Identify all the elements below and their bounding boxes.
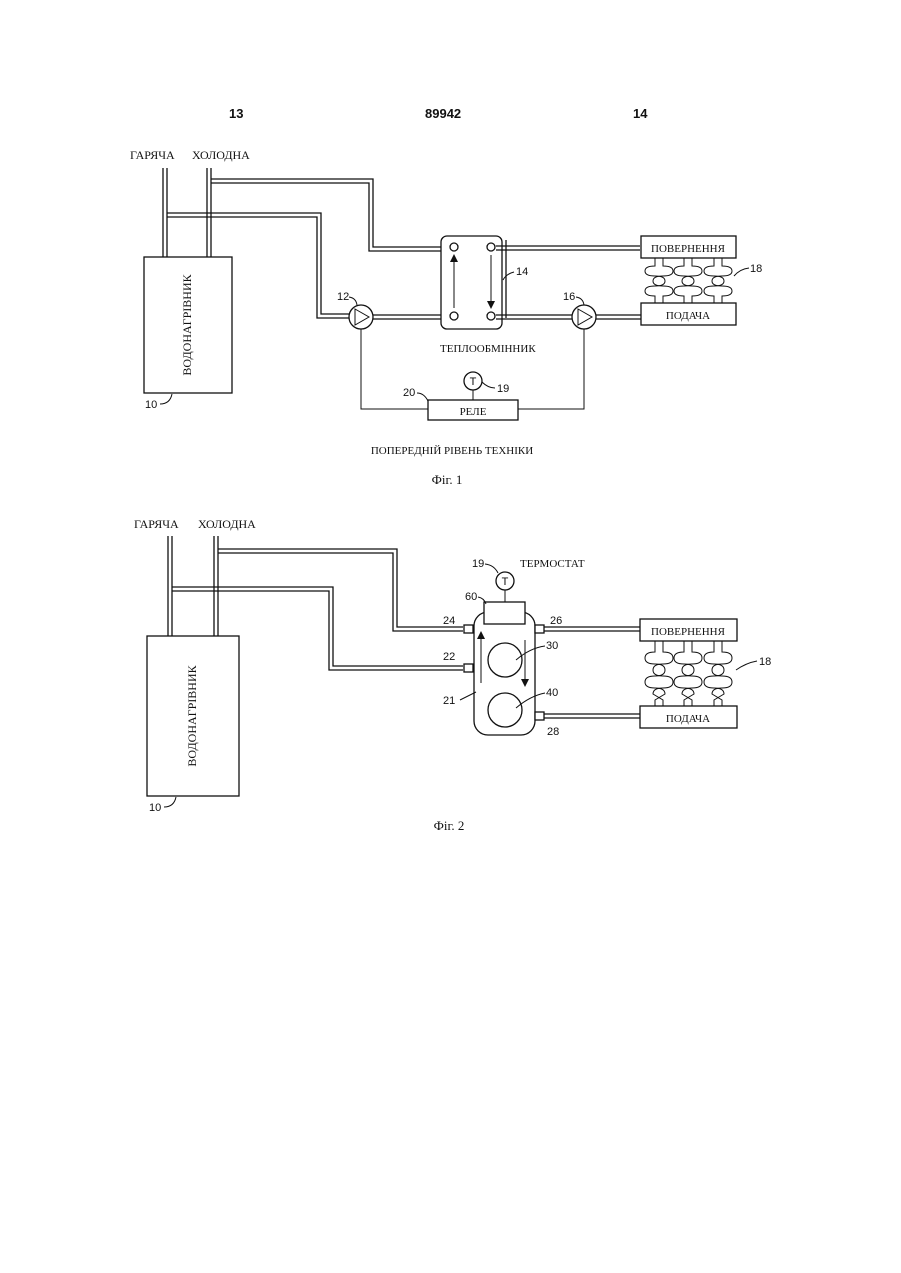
water-heater-ref: 10 [145, 399, 157, 411]
chamber-40 [488, 693, 522, 727]
chamber-30-ref: 30 [546, 640, 558, 652]
port-24-ref: 24 [443, 615, 455, 627]
thermostat-symbol: T [502, 576, 509, 588]
port-22-ref: 22 [443, 651, 455, 663]
radiator-ref: 18 [759, 656, 771, 668]
thermostat-ref: 19 [497, 383, 509, 395]
port-28-ref: 28 [547, 726, 559, 738]
relay-label: РЕЛЕ [460, 406, 487, 418]
control-module-ref: 60 [465, 591, 477, 603]
port-24 [464, 625, 473, 633]
radiator-coils [645, 258, 732, 303]
radiator-coils [645, 641, 732, 706]
chamber-40-ref: 40 [546, 687, 558, 699]
supply-label: ПОДАЧА [666, 310, 710, 322]
figure-2-caption: Фіг. 2 [434, 818, 465, 833]
thermostat-label: ТЕРМОСТАТ [520, 558, 585, 570]
pump-16-ref: 16 [563, 291, 575, 303]
figure-1-caption: Фіг. 1 [432, 472, 463, 487]
radiator-ref: 18 [750, 263, 762, 275]
cold-label: ХОЛОДНА [198, 517, 256, 531]
heat-exchanger-ref: 14 [516, 266, 528, 278]
return-label: ПОВЕРНЕННЯ [651, 243, 726, 255]
cold-label: ХОЛОДНА [192, 148, 250, 162]
thermostat-ref: 19 [472, 558, 484, 570]
cold-water-pipe [214, 536, 218, 636]
supply-label: ПОДАЧА [666, 713, 710, 725]
chamber-30 [488, 643, 522, 677]
hot-water-pipe [168, 536, 172, 636]
port-28 [535, 712, 544, 720]
hot-label: ГАРЯЧА [130, 148, 175, 162]
port-26-ref: 26 [550, 615, 562, 627]
pump-16 [572, 305, 596, 329]
hot-label: ГАРЯЧА [134, 517, 179, 531]
control-module-60 [484, 602, 525, 624]
unit-21-ref: 21 [443, 695, 455, 707]
port-22 [464, 664, 473, 672]
relay-ref: 20 [403, 387, 415, 399]
thermostat-symbol: T [470, 376, 477, 388]
port-26 [535, 625, 544, 633]
hot-water-pipe [163, 168, 167, 257]
pump-12 [349, 305, 373, 329]
water-heater-label: ВОДОНАГРІВНИК [185, 664, 199, 766]
return-label: ПОВЕРНЕННЯ [651, 626, 726, 638]
heat-exchanger-label: ТЕПЛООБМІННИК [440, 343, 536, 355]
pump-12-ref: 12 [337, 291, 349, 303]
prior-art-label: ПОПЕРЕДНІЙ РІВЕНЬ ТЕХНІКИ [371, 445, 533, 457]
water-heater-label: ВОДОНАГРІВНИК [180, 273, 194, 375]
figure-2: ГАРЯЧА ХОЛОДНА ВОДОНАГРІВНИК 10 T [134, 517, 771, 833]
figure-1: ГАРЯЧА ХОЛОДНА ВОДОНАГРІВНИК 10 [130, 148, 762, 487]
water-heater-ref: 10 [149, 802, 161, 814]
